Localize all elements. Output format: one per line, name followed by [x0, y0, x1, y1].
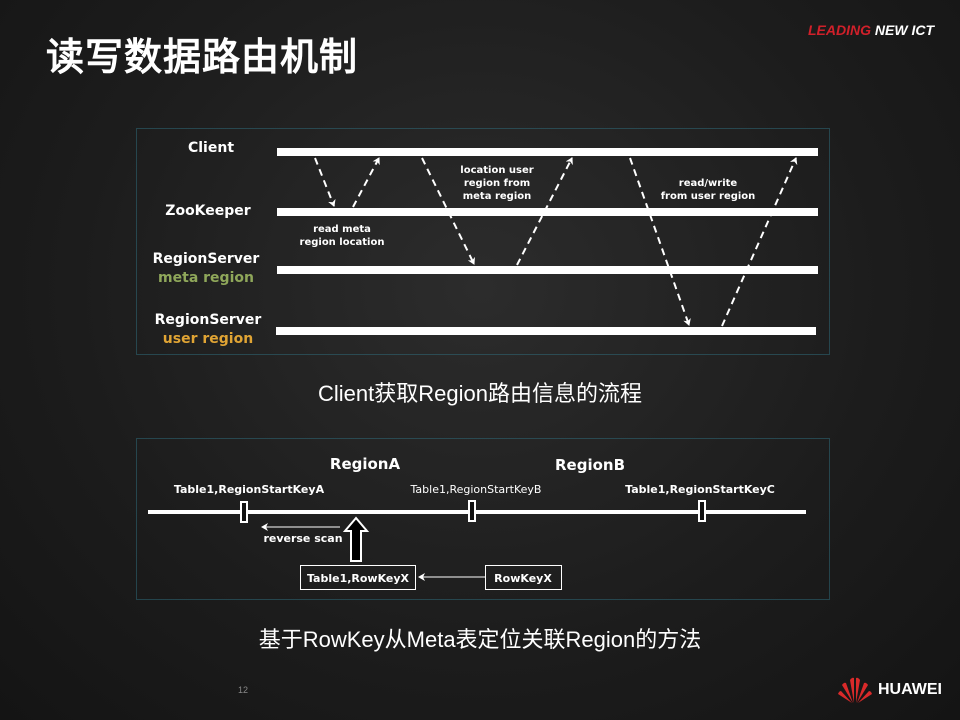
huawei-logo: HUAWEI	[838, 676, 942, 704]
huawei-petals-icon	[838, 677, 872, 703]
note-user-1: read/write	[679, 178, 738, 189]
arrow-zk-to-client	[352, 157, 380, 208]
lane-label-client: Client	[188, 140, 234, 156]
arrow-client-to-meta	[421, 157, 475, 265]
page-number: 12	[238, 685, 249, 695]
lookup-caption: 基于RowKey从Meta表定位关联Region的方法	[258, 627, 702, 652]
note-zk-2: region location	[300, 237, 385, 248]
lane-line-client	[277, 148, 818, 156]
region-a-label: RegionA	[330, 455, 401, 473]
arrow-client-to-user	[629, 157, 691, 326]
lane-sublabel-meta: meta region	[158, 270, 254, 286]
note-user-2: from user region	[661, 191, 756, 202]
routing-caption: Client获取Region路由信息的流程	[318, 381, 642, 406]
lane-label-user-server: RegionServer	[155, 312, 262, 328]
arrow-client-to-zk	[314, 157, 336, 207]
meta-lookup-frame	[136, 438, 830, 600]
slogan-logo: LEADING NEW ICT	[808, 22, 934, 38]
slogan-part1: LEADING	[808, 22, 871, 38]
lane-label-meta-server: RegionServer	[153, 251, 260, 267]
reverse-scan-label: reverse scan	[263, 532, 342, 545]
note-meta-2: region from	[464, 178, 530, 189]
start-key-b: Table1,RegionStartKeyB	[410, 483, 542, 496]
meta-key-box	[300, 565, 416, 590]
row-key-box	[485, 565, 562, 590]
start-key-a: Table1,RegionStartKeyA	[174, 483, 325, 496]
lane-line-meta	[277, 266, 818, 274]
start-key-b-marker	[468, 500, 476, 522]
region-b-label: RegionB	[555, 456, 625, 474]
arrow-meta-to-client	[516, 157, 573, 266]
start-key-a-marker	[240, 501, 248, 523]
lane-label-zookeeper: ZooKeeper	[165, 203, 250, 219]
lane-line-zookeeper	[277, 208, 818, 216]
start-key-c-marker	[698, 500, 706, 522]
routing-diagram-frame	[136, 128, 830, 355]
meta-key-label: Table1,RowKeyX	[307, 572, 410, 585]
start-key-c: Table1,RegionStartKeyC	[625, 483, 775, 496]
lookup-up-arrow-icon	[342, 516, 370, 562]
arrow-user-to-client	[721, 157, 798, 327]
huawei-wordmark: HUAWEI	[878, 681, 942, 698]
note-meta-1: location user	[460, 165, 534, 176]
key-space-line	[148, 510, 806, 514]
note-zk-1: read meta	[313, 224, 371, 235]
lane-line-user	[276, 327, 816, 335]
note-meta-3: meta region	[463, 191, 532, 202]
row-key-label: RowKeyX	[494, 572, 552, 585]
slogan-part2: NEW ICT	[871, 22, 934, 38]
lane-sublabel-user: user region	[163, 331, 253, 347]
slide-title: 读写数据路由机制	[46, 37, 359, 79]
